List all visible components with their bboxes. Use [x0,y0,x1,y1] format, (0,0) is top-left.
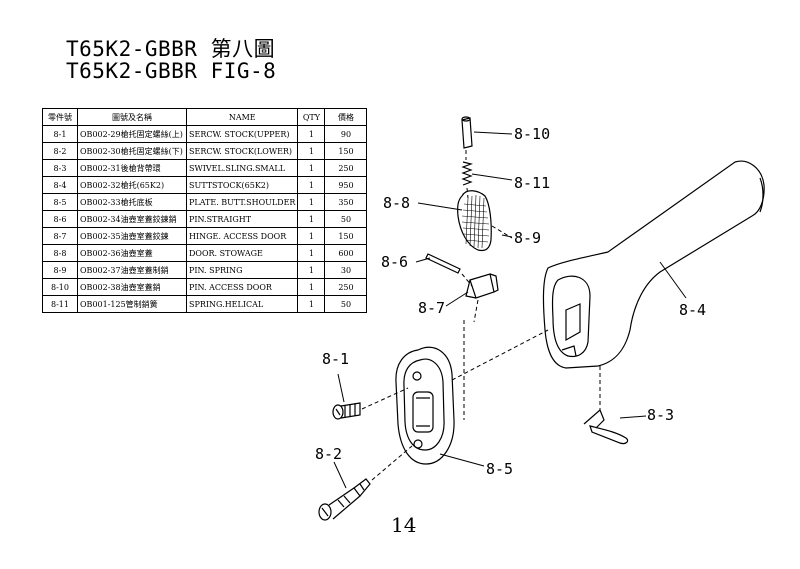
callout-8-9: 8-9 [514,229,541,247]
stowage-door-grip-pattern [461,194,490,249]
callout-8-11: 8-11 [514,174,550,192]
callout-8-4: 8-4 [679,301,706,319]
cell-name: SPRING.HELICAL [185,295,299,313]
leader-lines [333,131,687,489]
title-chinese: T65K2-GBBR 第八圖 [66,37,276,61]
callout-8-10: 8-10 [514,125,550,143]
title-english: T65K2-GBBR FIG-8 [66,59,277,83]
upper-screw-drawing [332,402,361,420]
assembly-dashed-lines [361,150,601,481]
cell-code: OB001-125管制銷簧 [77,295,187,313]
lower-screw-drawing [318,478,371,521]
access-door-pin-drawing [461,116,473,149]
butt-plate-drawing [395,346,455,465]
callout-8-5: 8-5 [486,460,513,478]
hinge-drawing [465,273,499,299]
spring-drawing [461,161,474,186]
callout-8-8: 8-8 [383,194,410,212]
straight-pin-drawing [425,253,461,274]
cell-name: PIN. SPRING [185,261,299,279]
callout-8-1: 8-1 [322,350,349,368]
callout-8-7: 8-7 [418,299,445,317]
page-number: 14 [391,513,417,537]
buttstock-drawing [542,160,765,369]
callout-labels: 8-10 8-11 8-8 8-9 8-6 8-7 8-4 8-1 8-3 8-… [315,125,706,478]
callout-8-3: 8-3 [647,406,674,424]
sling-swivel-drawing [583,408,629,445]
callout-8-2: 8-2 [315,445,342,463]
cell-price: 50 [324,295,368,313]
stowage-door-drawing [457,190,492,252]
callout-8-6: 8-6 [381,253,408,271]
